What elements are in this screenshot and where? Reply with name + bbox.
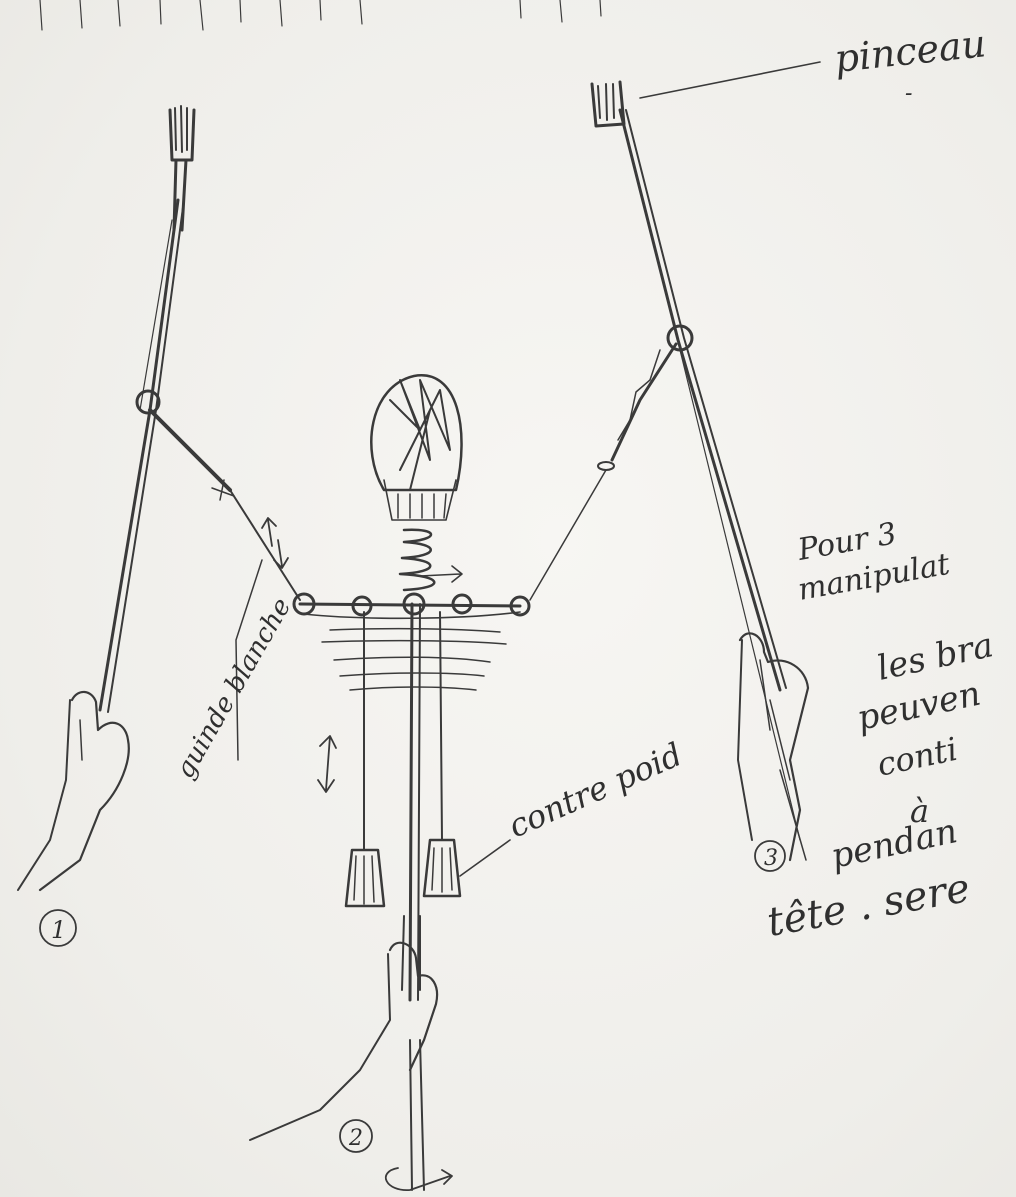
- puppet-head: [371, 375, 461, 520]
- counterweight-pointer-line: [460, 840, 510, 876]
- brush-pointer-line: [640, 62, 820, 98]
- central-rod: [402, 604, 420, 1000]
- rope-label: guinde blanche: [170, 593, 297, 784]
- neck-spring: [400, 530, 462, 590]
- operator-2-label: 2: [348, 1126, 363, 1151]
- note-line-7: pendan: [828, 811, 961, 877]
- left-arm: [150, 410, 300, 600]
- note-line-8: tête . sere: [764, 865, 974, 946]
- note-line-5: conti: [874, 730, 961, 784]
- binding-marks: [40, 0, 601, 30]
- brush-label-dash: -: [905, 81, 912, 106]
- counterweight-label: contre poid: [503, 735, 688, 845]
- left-hand-icon: [18, 692, 129, 890]
- operator-3-label: 3: [764, 846, 778, 871]
- right-arm: [530, 344, 676, 600]
- counterweight-right: [424, 612, 460, 896]
- note-line-3: les bra: [874, 625, 997, 689]
- operator-1-label: 1: [51, 916, 66, 944]
- note-line-4: peuven: [854, 674, 985, 739]
- center-hand-icon: [250, 943, 452, 1190]
- brush-label: pinceau: [832, 21, 988, 81]
- counterweight-left: [346, 612, 384, 906]
- left-brush-icon: [170, 106, 194, 230]
- right-brush-icon: [592, 82, 624, 126]
- left-rod: [100, 106, 194, 712]
- ribcage: [322, 629, 506, 690]
- left-elbow-joint: [137, 391, 159, 413]
